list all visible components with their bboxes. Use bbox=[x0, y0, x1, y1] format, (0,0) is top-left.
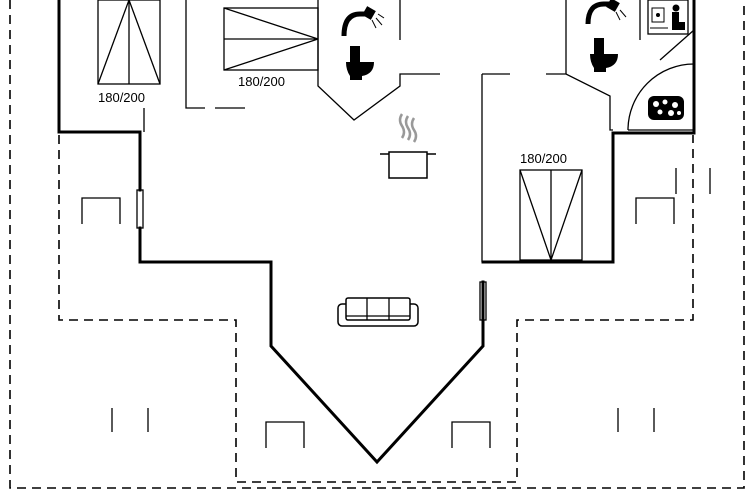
bed-2 bbox=[223, 7, 319, 71]
exterior-walls bbox=[57, 0, 696, 465]
bed-label-2: 180/200 bbox=[238, 74, 285, 89]
kitchen-pot-icon bbox=[380, 113, 436, 179]
bed-1 bbox=[97, 0, 161, 85]
terrace-chairs bbox=[81, 197, 675, 448]
shower-icon bbox=[341, 6, 385, 37]
shower-icon bbox=[585, 0, 627, 25]
toilet-icon bbox=[346, 46, 374, 80]
bed-3 bbox=[519, 169, 583, 261]
whirlpool-icon bbox=[648, 96, 684, 120]
toilet-icon bbox=[590, 38, 618, 72]
bed-label-3: 180/200 bbox=[520, 151, 567, 166]
bed-label-1: 180/200 bbox=[98, 90, 145, 105]
windows bbox=[111, 168, 711, 432]
terrace-outline bbox=[9, 0, 745, 489]
sauna-icon bbox=[647, 0, 689, 35]
sofa-icon bbox=[337, 297, 419, 327]
interior-walls bbox=[143, 0, 695, 262]
